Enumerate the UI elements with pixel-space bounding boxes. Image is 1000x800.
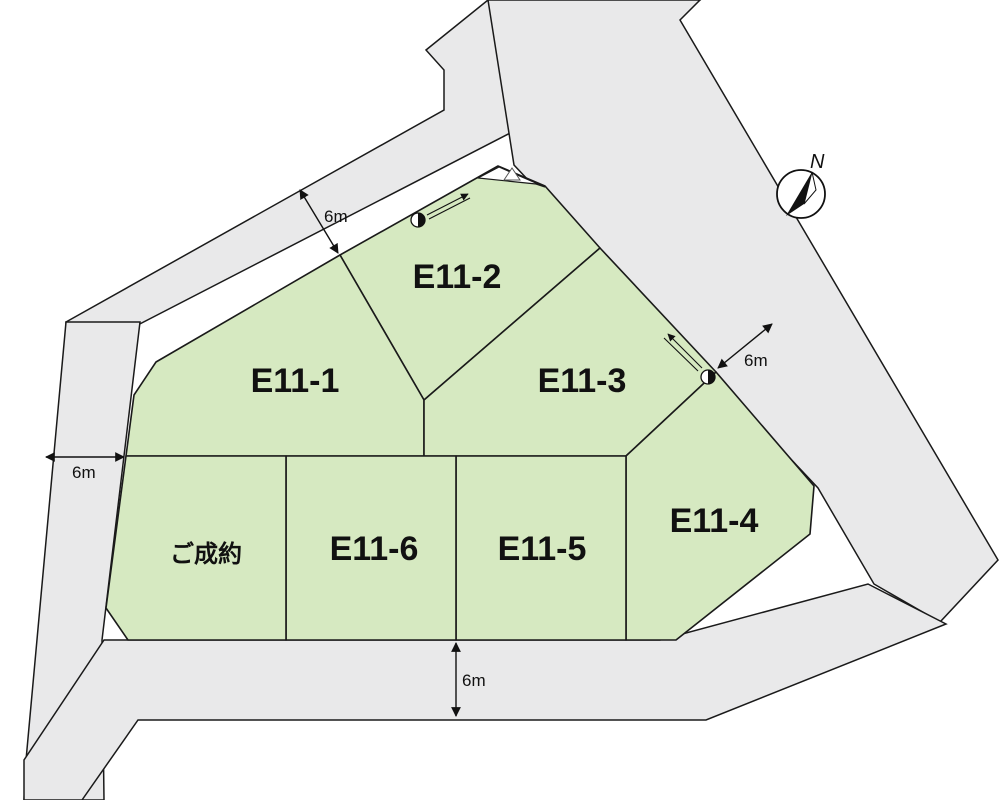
road-northeast-dimension-line <box>717 323 773 369</box>
road-northeast-width-label: 6m <box>744 351 768 370</box>
road-south-width-label: 6m <box>462 671 486 690</box>
lot-e11-3-label: E11-3 <box>538 362 627 400</box>
road-south <box>23 583 948 800</box>
lot-sold-label: ご成約 <box>170 540 242 568</box>
road-north-dimension-line <box>299 189 339 254</box>
road-west-width-label: 6m <box>72 463 96 482</box>
lot-e11-2-label: E11-2 <box>413 258 502 296</box>
compass-north-label: N <box>810 151 825 173</box>
road-north-width-label: 6m <box>324 207 348 226</box>
lot-e11-1-label: E11-1 <box>251 362 340 400</box>
outlet-marker-icon <box>410 193 471 228</box>
lot-e11-5-label: E11-5 <box>498 530 587 568</box>
outlet-marker-icon <box>663 333 716 385</box>
lot-e11-6-label: E11-6 <box>330 530 419 568</box>
lot-sold-shape[interactable] <box>105 455 287 641</box>
lot-e11-4-label: E11-4 <box>670 502 759 540</box>
survey-marker-icon <box>503 167 521 181</box>
north-compass-icon: N <box>776 151 826 219</box>
